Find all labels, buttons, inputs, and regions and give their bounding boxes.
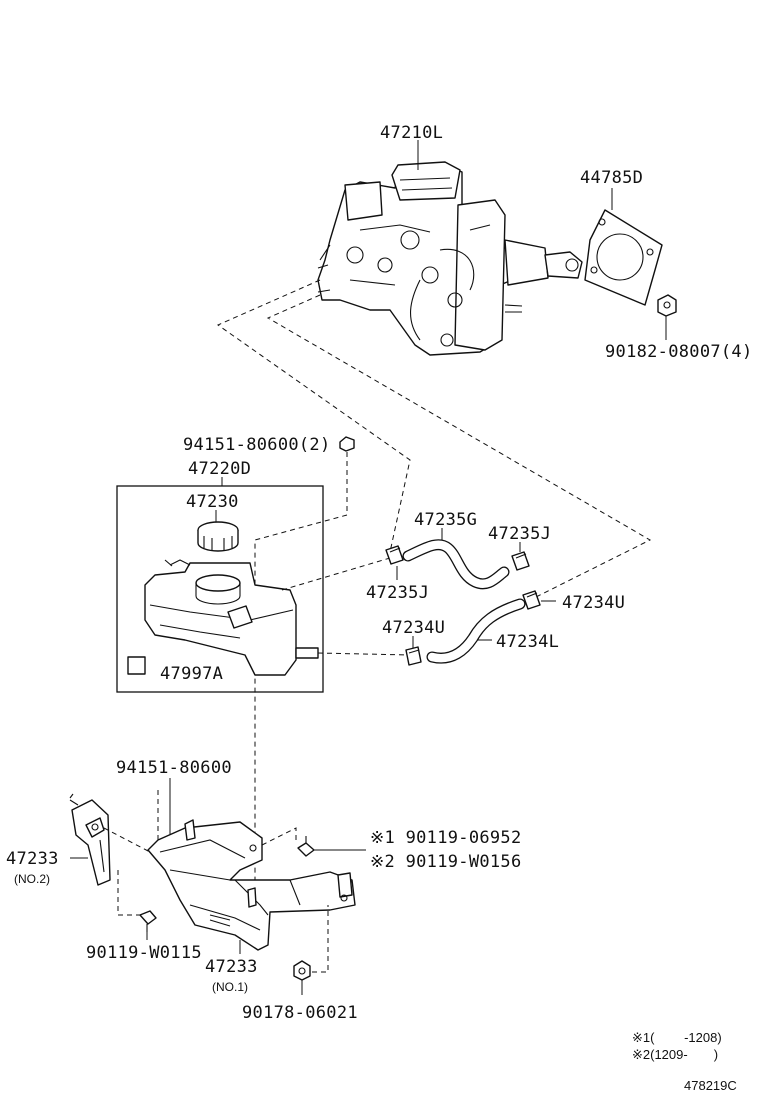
reservoir-cap[interactable] xyxy=(197,521,239,552)
clip-47235j-left[interactable] xyxy=(385,545,404,565)
pipe-route-lower xyxy=(266,294,652,601)
reservoir-assy-box xyxy=(116,485,324,693)
reservoir-nut[interactable] xyxy=(339,436,355,452)
label-bracket-no2-sub: (NO.2) xyxy=(14,872,50,886)
label-clip-j-upper: 47235J xyxy=(488,524,551,544)
pipe-route-upper xyxy=(216,279,411,553)
label-nut-lower: 90178-06021 xyxy=(242,1003,358,1023)
label-bracket-no2: 47233 xyxy=(6,849,59,869)
diagram-id: 478219C xyxy=(684,1078,737,1093)
label-bracket-no1-sub: (NO.1) xyxy=(212,980,248,994)
bolt-90119-w0115[interactable] xyxy=(139,910,157,932)
label-gasket: 44785D xyxy=(580,168,643,188)
label-bolt-2: ※2 90119-W0156 xyxy=(370,852,522,872)
label-bracket-nut: 94151-80600 xyxy=(116,758,232,778)
label-bolt-lower: 90119-W0115 xyxy=(86,943,202,963)
bolt-90119-06952[interactable] xyxy=(297,836,315,857)
label-label-plate: 47997A xyxy=(160,664,223,684)
note-1: ※1( -1208) xyxy=(632,1030,722,1045)
clip-47235j-right[interactable] xyxy=(511,551,530,571)
label-cap: 47230 xyxy=(186,492,239,512)
label-hose-g: 47235G xyxy=(414,510,477,530)
clip-47234u-right[interactable] xyxy=(522,590,541,610)
clip-47234u-left[interactable] xyxy=(405,646,422,666)
label-reservoir-assy: 47220D xyxy=(188,459,251,479)
label-gasket-nut: 90182-08007(4) xyxy=(605,342,753,362)
label-clip-j-lower: 47235J xyxy=(366,583,429,603)
label-reservoir-nut: 94151-80600(2) xyxy=(183,435,331,455)
label-bracket-no1: 47233 xyxy=(205,957,258,977)
note-2: ※2(1209- ) xyxy=(632,1047,718,1062)
gasket[interactable] xyxy=(584,209,663,306)
label-hose-clip-u-left: 47234U xyxy=(382,618,445,638)
bracket-no2[interactable] xyxy=(69,793,111,886)
label-plate[interactable] xyxy=(127,656,146,675)
brake-fluid-reservoir[interactable] xyxy=(144,559,319,676)
gasket-nut[interactable] xyxy=(657,294,677,317)
label-booster: 47210L xyxy=(380,123,443,143)
label-hose-l: 47234L xyxy=(496,632,559,652)
hose-47234l[interactable] xyxy=(426,598,526,664)
bracket-no1[interactable] xyxy=(147,819,356,951)
hose-47235g[interactable] xyxy=(402,539,510,590)
label-bolt-1: ※1 90119-06952 xyxy=(370,828,522,848)
label-hose-clip-u-right: 47234U xyxy=(562,593,625,613)
brake-booster-assembly[interactable] xyxy=(317,161,583,356)
nut-90178-06021[interactable] xyxy=(293,960,311,981)
